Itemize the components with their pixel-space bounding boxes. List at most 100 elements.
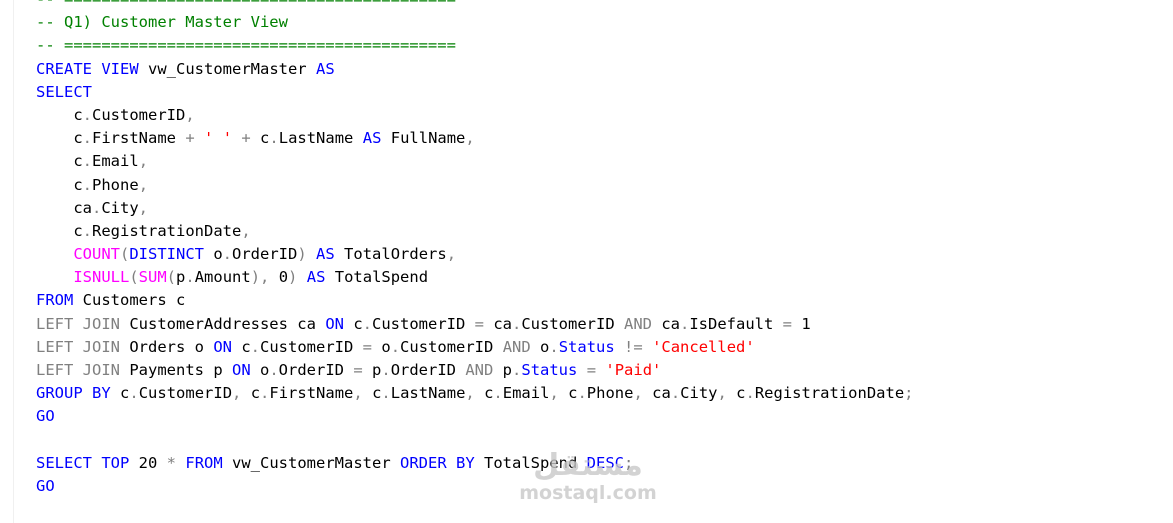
code-token: ,: [549, 384, 559, 403]
code-token: JOIN: [82, 361, 120, 379]
code-token: ca: [484, 314, 512, 333]
code-token: c: [250, 129, 270, 148]
code-token: TOP: [101, 453, 130, 472]
code-token: c: [36, 152, 83, 171]
code-token: .: [745, 384, 755, 403]
code-token: .: [577, 384, 587, 403]
code-token: =: [586, 361, 597, 379]
code-token: ,: [138, 152, 149, 171]
code-token: ca: [642, 384, 671, 403]
code-token: ),: [250, 268, 270, 287]
code-line[interactable]: SELECT: [36, 81, 914, 104]
code-token: Phone: [92, 175, 139, 194]
code-token: CustomerID: [521, 314, 624, 333]
code-line[interactable]: LEFT JOIN Payments p ON o.OrderID = p.Or…: [36, 359, 914, 382]
code-token: ,: [446, 245, 457, 264]
code-token: CustomerID: [400, 337, 503, 356]
code-token: .: [82, 175, 93, 194]
code-token: [307, 245, 316, 263]
code-token: ;: [904, 384, 914, 403]
code-token: ,: [138, 175, 149, 194]
code-token: [83, 384, 92, 402]
code-token: RegistrationDate: [754, 384, 905, 403]
code-token: CustomerAddresses ca: [120, 314, 326, 333]
code-token: [577, 361, 586, 379]
code-line[interactable]: c.CustomerID,: [36, 104, 914, 127]
code-token: Phone: [586, 384, 634, 403]
code-token: c: [726, 384, 746, 403]
code-token: GO: [36, 407, 55, 426]
code-token: [73, 315, 82, 333]
code-token: BY: [92, 384, 111, 403]
code-line[interactable]: COUNT(DISTINCT o.OrderID) AS TotalOrders…: [36, 243, 914, 266]
code-line[interactable]: ca.City,: [36, 197, 914, 220]
code-token: .: [82, 221, 93, 240]
code-token: [596, 361, 605, 379]
code-token: .: [381, 361, 391, 379]
code-token: ): [288, 268, 298, 287]
code-line[interactable]: c.Email,: [36, 150, 914, 173]
code-token: ON: [231, 361, 251, 379]
code-token: Status: [558, 337, 615, 356]
code-token: -- Q1) Customer Master View: [36, 13, 288, 32]
code-line[interactable]: -- =====================================…: [36, 0, 914, 11]
code-token: .: [82, 152, 93, 171]
code-line[interactable]: c.FirstName + ' ' + c.LastName AS FullNa…: [36, 127, 914, 150]
code-token: .: [670, 384, 681, 403]
code-token: VIEW: [101, 59, 139, 78]
code-token: o: [530, 337, 550, 356]
code-token: c: [36, 175, 83, 194]
code-token: ca: [652, 314, 680, 333]
code-token: ON: [213, 337, 232, 356]
code-token: TotalSpend: [325, 268, 429, 287]
code-line[interactable]: LEFT JOIN Orders o ON c.CustomerID = o.C…: [36, 336, 914, 359]
code-token: c: [36, 105, 83, 124]
code-token: c: [110, 384, 130, 403]
code-token: .: [129, 384, 139, 403]
code-token: -- =====================================…: [36, 0, 456, 8]
code-line[interactable]: [36, 429, 914, 452]
code-token: AND: [465, 361, 494, 379]
code-token: OrderID: [232, 245, 298, 264]
code-token: AS: [362, 129, 382, 148]
code-token: Payments p: [120, 361, 232, 379]
code-token: [92, 60, 101, 78]
code-line[interactable]: FROM Customers c: [36, 289, 914, 312]
code-token: .: [381, 384, 391, 403]
code-token: AS: [306, 268, 326, 287]
code-token: FullName: [381, 129, 466, 148]
code-token: .: [222, 245, 233, 264]
code-token: (: [166, 268, 177, 287]
code-line[interactable]: SELECT TOP 20 * FROM vw_CustomerMaster O…: [36, 452, 914, 475]
code-line[interactable]: -- =====================================…: [36, 34, 914, 57]
code-line[interactable]: GROUP BY c.CustomerID, c.FirstName, c.La…: [36, 382, 914, 405]
code-line[interactable]: c.RegistrationDate,: [36, 220, 914, 243]
code-line[interactable]: CREATE VIEW vw_CustomerMaster AS: [36, 58, 914, 81]
code-token: 'Paid': [605, 361, 662, 379]
code-token: ca: [36, 198, 92, 217]
code-token: AND: [624, 314, 652, 333]
code-token: +: [185, 129, 195, 148]
code-token: RegistrationDate: [92, 221, 242, 240]
code-line[interactable]: GO: [36, 405, 914, 428]
code-token: FirstName: [269, 384, 354, 403]
code-token: c: [36, 129, 83, 148]
code-token: [615, 338, 624, 356]
code-token: .: [92, 198, 102, 217]
code-token: .: [512, 361, 522, 379]
code-token: .: [680, 314, 690, 333]
code-token: LastName: [278, 129, 363, 148]
code-token: CustomerID: [372, 314, 475, 333]
code-token: ,: [353, 384, 363, 403]
code-line[interactable]: ISNULL(SUM(p.Amount), 0) AS TotalSpend: [36, 266, 914, 289]
code-token: TotalSpend: [474, 453, 587, 472]
code-area[interactable]: -- =====================================…: [36, 0, 914, 498]
code-token: OrderID: [390, 361, 466, 379]
code-line[interactable]: c.Phone,: [36, 174, 914, 197]
code-line[interactable]: -- Q1) Customer Master View: [36, 11, 914, 34]
code-line[interactable]: GO: [36, 475, 914, 498]
code-line[interactable]: LEFT JOIN CustomerAddresses ca ON c.Cust…: [36, 313, 914, 336]
code-token: ,: [717, 384, 727, 403]
code-token: SELECT: [36, 453, 92, 472]
